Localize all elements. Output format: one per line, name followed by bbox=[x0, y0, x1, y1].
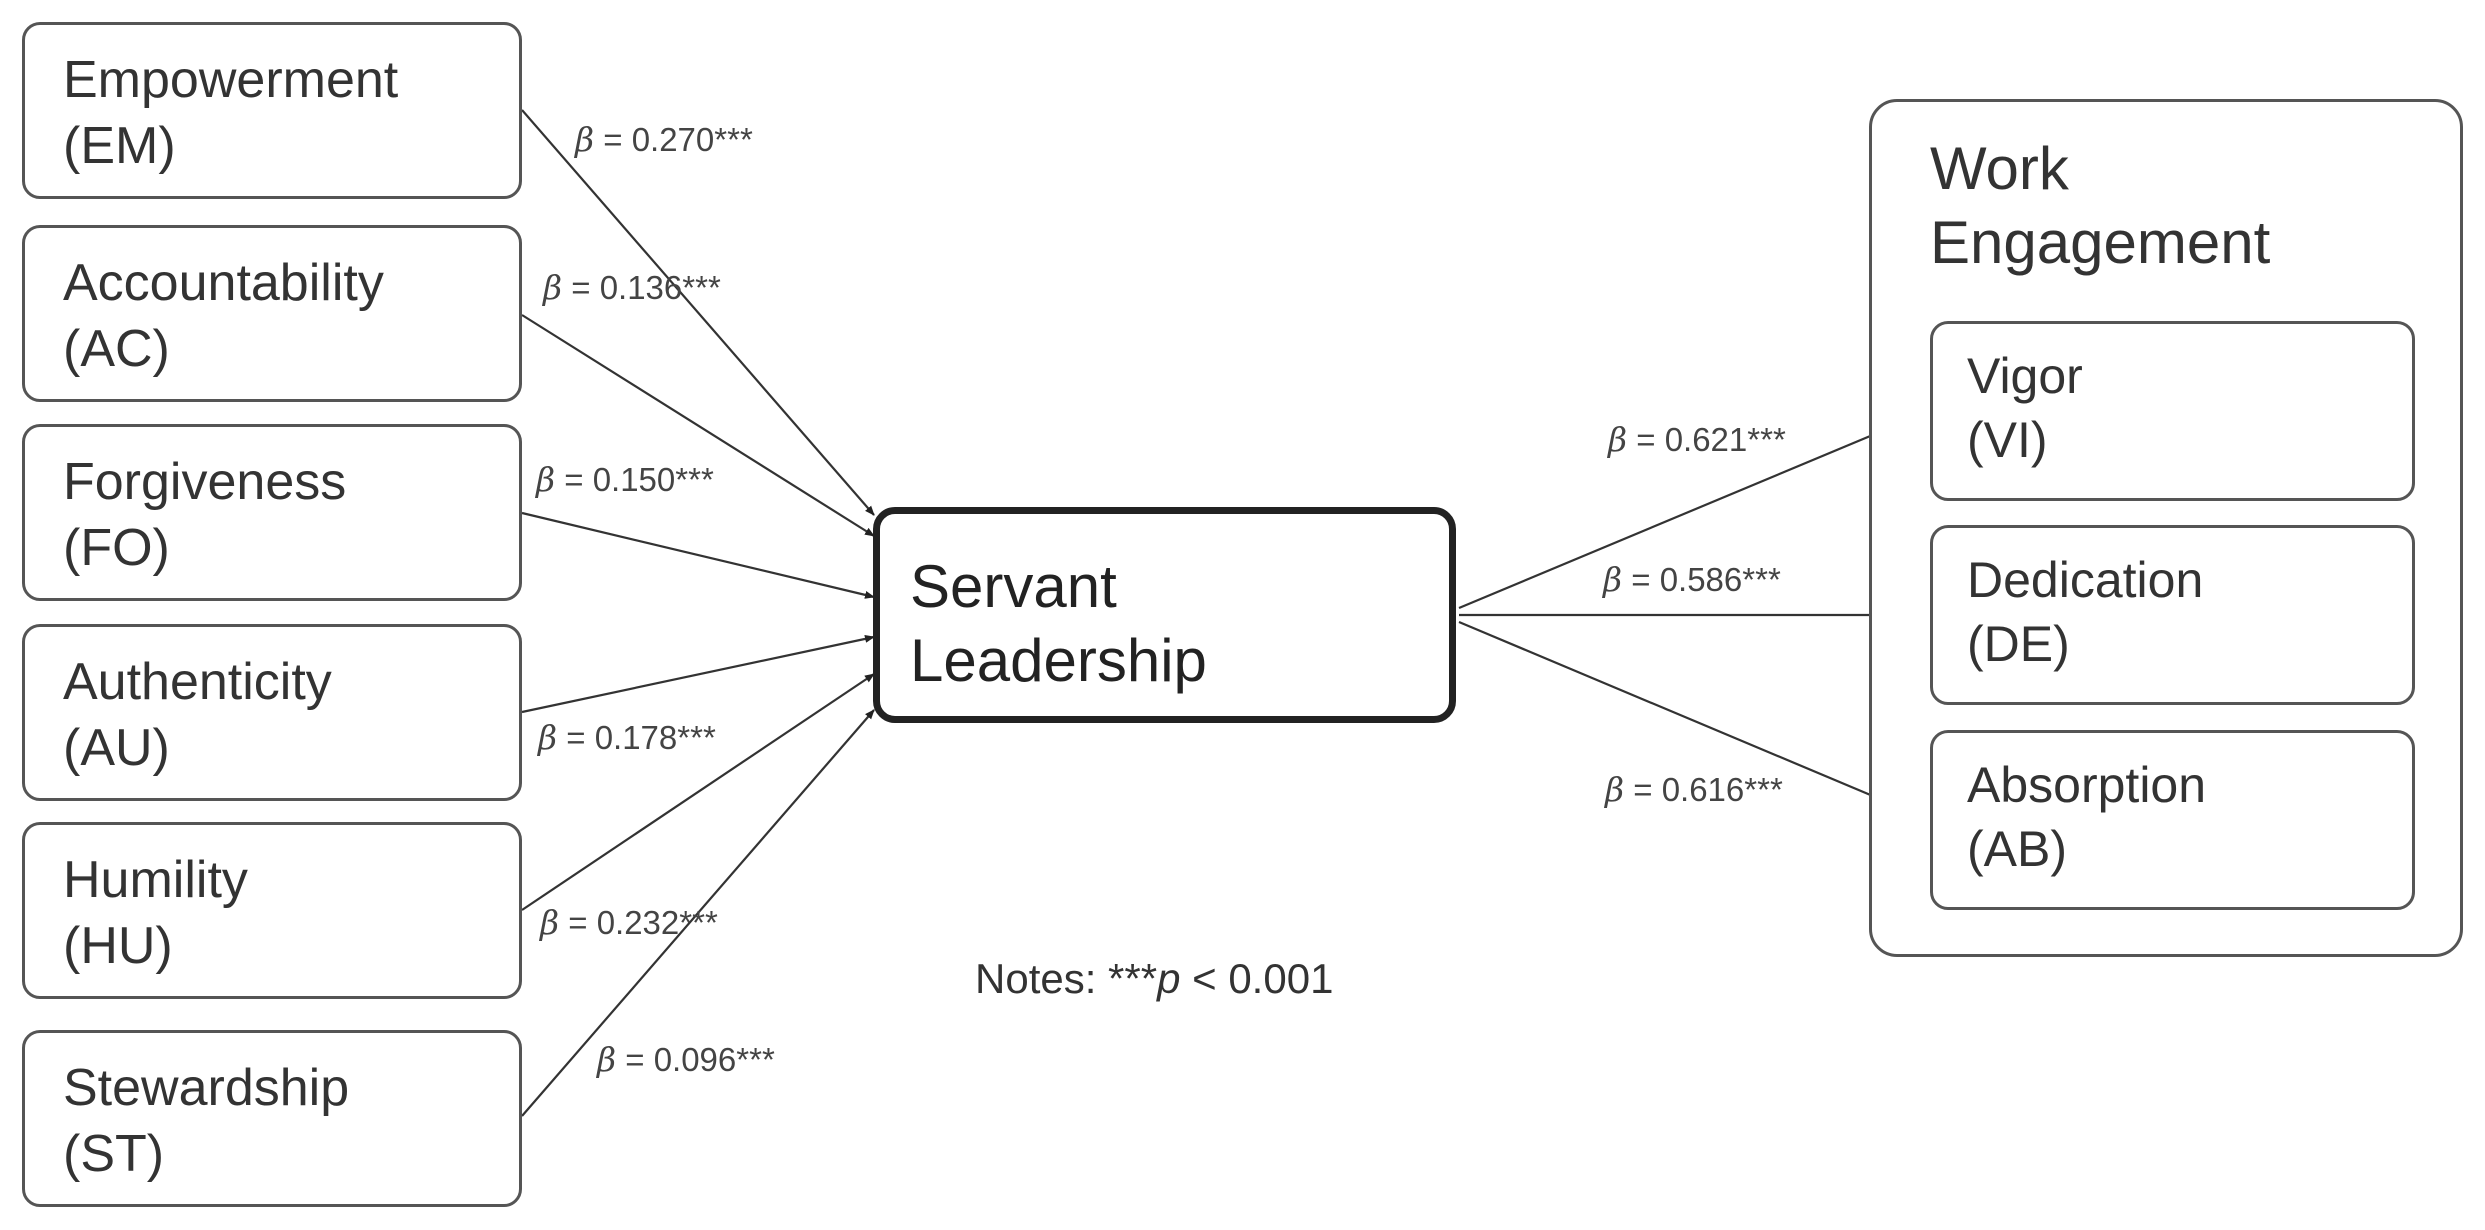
beta-symbol: β bbox=[538, 718, 558, 757]
dimension-box-empowerment: Empowerment (EM) bbox=[22, 22, 522, 199]
dimension-name: Humility bbox=[63, 851, 248, 909]
servant-leadership-box: Servant Leadership bbox=[873, 507, 1456, 723]
beta-value: 0.616*** bbox=[1661, 771, 1783, 808]
beta-label-ab: β = 0.616*** bbox=[1605, 770, 1783, 809]
arrow-ac-to-sl bbox=[521, 314, 875, 537]
dimension-abbr: (AC) bbox=[63, 320, 170, 378]
beta-equals: = bbox=[594, 121, 632, 158]
dimension-name: Accountability bbox=[63, 254, 384, 312]
central-line-1: Servant bbox=[910, 553, 1117, 620]
beta-label-ac: β = 0.136*** bbox=[543, 268, 721, 307]
arrow-au-to-sl bbox=[521, 634, 875, 714]
beta-equals: = bbox=[1622, 561, 1660, 598]
central-line-2: Leadership bbox=[910, 627, 1207, 694]
dimension-abbr: (AU) bbox=[63, 719, 170, 777]
dimension-abbr: (ST) bbox=[63, 1125, 165, 1183]
group-title-line-2: Engagement bbox=[1930, 209, 2271, 276]
outcome-name: Vigor bbox=[1967, 348, 2083, 404]
beta-symbol: β bbox=[543, 268, 563, 307]
significance-note: Notes: ***p < 0.001 bbox=[975, 955, 1333, 1003]
arrow-em-to-sl bbox=[521, 109, 875, 516]
beta-value: 0.150*** bbox=[592, 461, 714, 498]
beta-equals: = bbox=[555, 461, 593, 498]
beta-equals: = bbox=[557, 719, 595, 756]
dimension-box-stewardship: Stewardship (ST) bbox=[22, 1030, 522, 1207]
dimension-box-humility: Humility (HU) bbox=[22, 822, 522, 999]
notes-suffix: < 0.001 bbox=[1180, 955, 1334, 1002]
dimension-name: Empowerment bbox=[63, 51, 399, 109]
outcome-name: Absorption bbox=[1967, 757, 2207, 813]
arrow-hu-to-sl bbox=[521, 673, 875, 911]
beta-value: 0.136*** bbox=[599, 269, 721, 306]
beta-symbol: β bbox=[597, 1040, 617, 1079]
beta-label-hu: β = 0.232*** bbox=[540, 903, 718, 942]
beta-symbol: β bbox=[1608, 420, 1628, 459]
beta-symbol: β bbox=[575, 120, 595, 159]
beta-value: 0.232*** bbox=[596, 904, 718, 941]
dimension-abbr: (HU) bbox=[63, 917, 173, 975]
beta-equals: = bbox=[1624, 771, 1662, 808]
beta-symbol: β bbox=[1603, 560, 1623, 599]
arrow-fo-to-sl bbox=[521, 511, 875, 599]
arrow-st-to-sl bbox=[521, 709, 875, 1117]
notes-p-symbol: p bbox=[1157, 955, 1181, 1002]
dimension-name: Forgiveness bbox=[63, 453, 347, 511]
outcome-name: Dedication bbox=[1967, 552, 2204, 608]
beta-symbol: β bbox=[1605, 770, 1625, 809]
outcome-box-dedication: Dedication (DE) bbox=[1930, 525, 2415, 705]
dimension-name: Stewardship bbox=[63, 1059, 350, 1117]
beta-value: 0.586*** bbox=[1659, 561, 1781, 598]
arrow-sl-to-ab bbox=[1458, 620, 1931, 822]
dimension-abbr: (FO) bbox=[63, 519, 170, 577]
outcome-abbr: (VI) bbox=[1967, 412, 2048, 468]
beta-label-vi: β = 0.621*** bbox=[1608, 420, 1786, 459]
outcome-box-absorption: Absorption (AB) bbox=[1930, 730, 2415, 910]
outcome-abbr: (DE) bbox=[1967, 616, 2070, 672]
beta-symbol: β bbox=[536, 460, 556, 499]
dimension-box-authenticity: Authenticity (AU) bbox=[22, 624, 522, 801]
beta-label-em: β = 0.270*** bbox=[575, 120, 753, 159]
beta-symbol: β bbox=[540, 903, 560, 942]
beta-value: 0.096*** bbox=[653, 1041, 775, 1078]
group-title-line-1: Work bbox=[1930, 135, 2069, 202]
arrow-sl-to-vi bbox=[1458, 409, 1931, 610]
dimension-name: Authenticity bbox=[63, 653, 332, 711]
notes-prefix: Notes: *** bbox=[975, 955, 1158, 1002]
outcome-abbr: (AB) bbox=[1967, 821, 2067, 877]
beta-equals: = bbox=[562, 269, 600, 306]
beta-equals: = bbox=[1627, 421, 1665, 458]
beta-label-au: β = 0.178*** bbox=[538, 718, 716, 757]
beta-label-fo: β = 0.150*** bbox=[536, 460, 714, 499]
beta-equals: = bbox=[559, 904, 597, 941]
beta-value: 0.621*** bbox=[1664, 421, 1786, 458]
beta-label-st: β = 0.096*** bbox=[597, 1040, 775, 1079]
beta-value: 0.178*** bbox=[594, 719, 716, 756]
beta-label-de: β = 0.586*** bbox=[1603, 560, 1781, 599]
beta-equals: = bbox=[616, 1041, 654, 1078]
group-title: Work Engagement bbox=[1930, 132, 2270, 280]
beta-value: 0.270*** bbox=[631, 121, 753, 158]
dimension-abbr: (EM) bbox=[63, 117, 176, 175]
dimension-box-forgiveness: Forgiveness (FO) bbox=[22, 424, 522, 601]
outcome-box-vigor: Vigor (VI) bbox=[1930, 321, 2415, 501]
dimension-box-accountability: Accountability (AC) bbox=[22, 225, 522, 402]
